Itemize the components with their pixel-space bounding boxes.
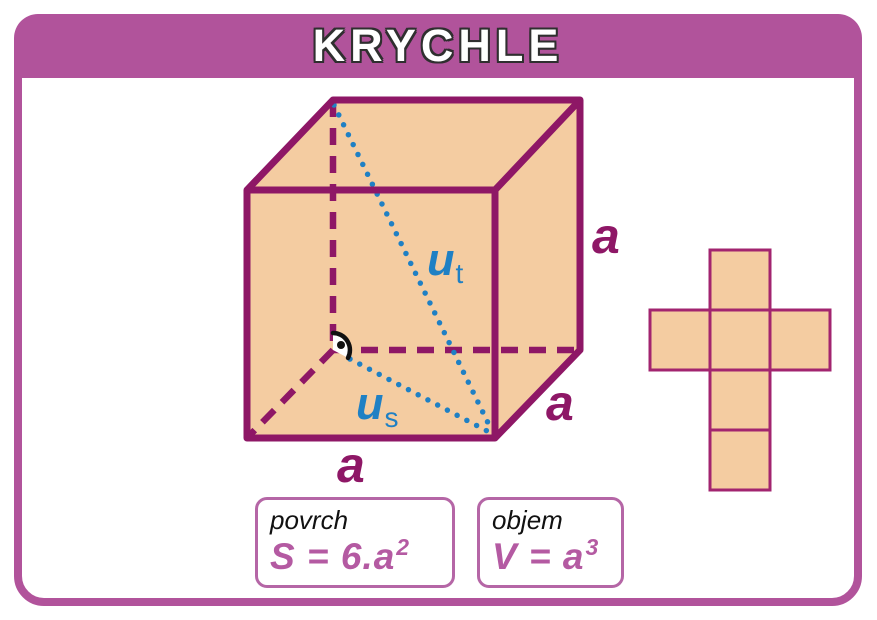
edge-label-right-top: a xyxy=(592,208,620,264)
volume-formula-caption: objem xyxy=(492,505,563,535)
surface-formula: S = 6.a2 xyxy=(270,533,442,578)
face-diagonal-subscript: s xyxy=(384,402,399,433)
right-angle-arc-icon xyxy=(330,330,353,361)
net-square-top xyxy=(708,248,772,312)
space-diagonal-label: ut xyxy=(427,237,463,288)
title-banner: KRYCHLE xyxy=(14,14,862,78)
edge-label-right-bottom: a xyxy=(546,375,574,431)
volume-formula-exponent: 3 xyxy=(585,533,600,560)
net-square-below xyxy=(708,368,772,432)
net-square-bottom xyxy=(708,428,772,492)
right-angle-dot-icon xyxy=(337,341,345,349)
space-diagonal-symbol: u xyxy=(427,234,455,285)
net-square-left xyxy=(648,308,712,372)
surface-formula-box: povrch S = 6.a2 xyxy=(255,497,455,588)
cube-hidden-diagonal-edge xyxy=(246,347,336,439)
space-diagonal-subscript: t xyxy=(455,258,464,289)
edge-label-bottom: a xyxy=(337,437,365,493)
volume-formula-box: objem V = a3 xyxy=(477,497,624,588)
net-square-right xyxy=(768,308,832,372)
face-diagonal-line xyxy=(347,356,492,435)
volume-formula: V = a3 xyxy=(492,533,611,578)
poster-title: KRYCHLE xyxy=(312,20,564,71)
face-diagonal-symbol: u xyxy=(356,378,384,429)
surface-formula-expression: S = 6.a xyxy=(270,535,396,577)
volume-formula-expression: V = a xyxy=(492,535,585,577)
cube-solid-edges xyxy=(243,96,584,442)
cube-right-face xyxy=(495,100,580,438)
face-diagonal-label: us xyxy=(356,381,399,432)
net-square-center xyxy=(708,308,772,372)
surface-formula-exponent: 2 xyxy=(396,533,411,560)
surface-formula-caption: povrch xyxy=(270,505,349,535)
